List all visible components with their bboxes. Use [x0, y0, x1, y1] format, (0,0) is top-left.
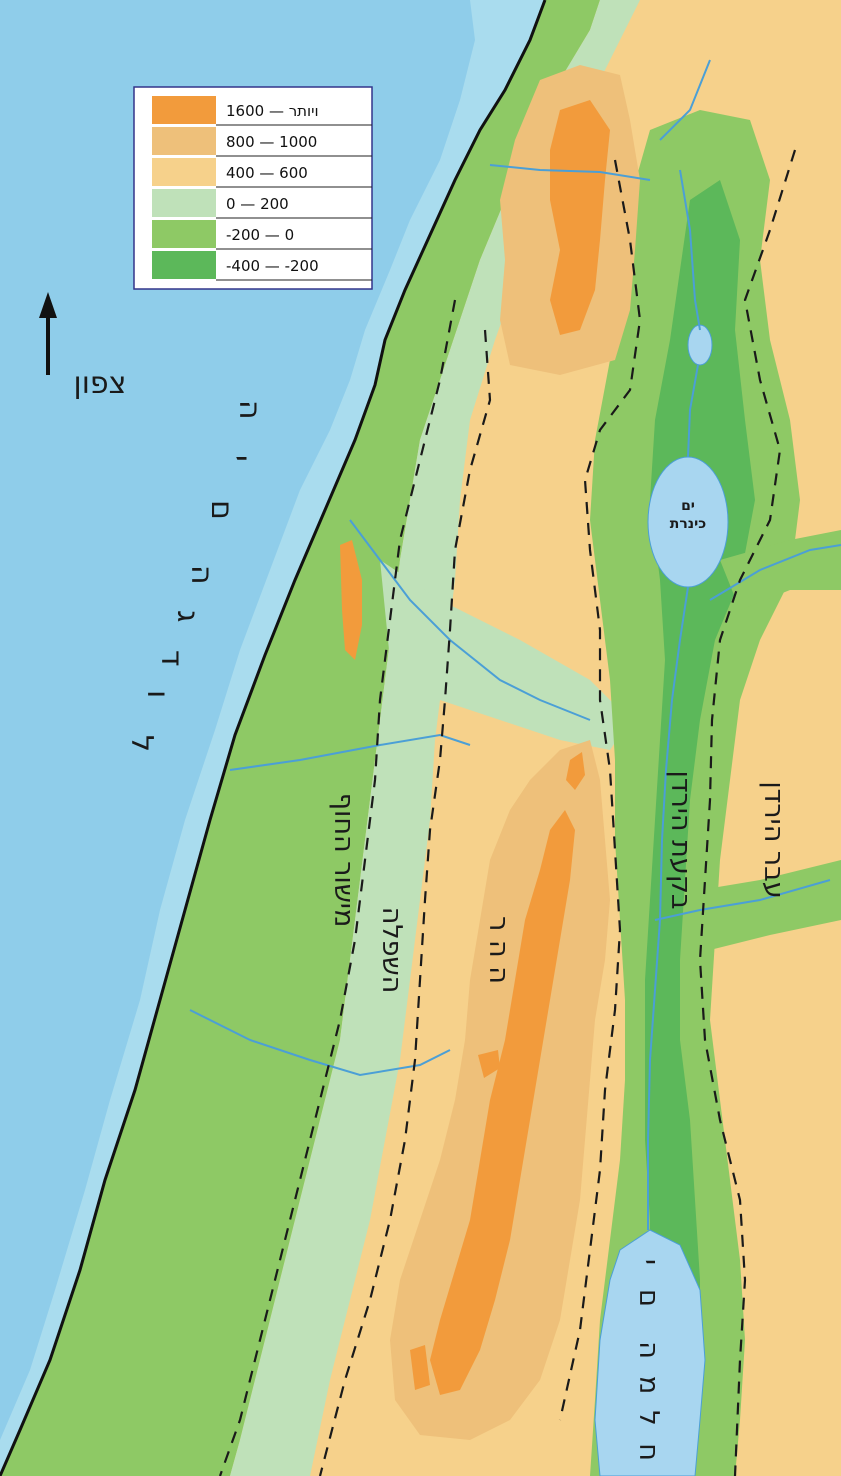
mountain-label: ה ה ר — [483, 916, 514, 984]
river-west-c — [189, 1009, 451, 1077]
north-label: צפון — [74, 366, 127, 401]
region-boundaries — [218, 149, 797, 1476]
legend-swatch-0 — [152, 96, 216, 124]
river-west-b — [229, 733, 471, 771]
sea-letter-0: ה — [232, 400, 267, 420]
legend-label-4: -200 — 0 — [226, 226, 294, 244]
legend-label-2: 400 — 600 — [226, 164, 308, 182]
river-north-a — [489, 164, 651, 181]
central-mountain-1600 — [430, 810, 575, 1395]
dead-sea — [594, 1229, 706, 1476]
jabbok-river — [654, 879, 831, 921]
great-sea-label: ה י ם ה ג ד ו ל — [124, 400, 267, 752]
kinneret-label-2: כינרת — [670, 516, 706, 532]
jordan-valley-label: בקעת הירדן — [665, 770, 696, 909]
sea-letter-7: ל — [124, 735, 159, 752]
north-arrow-head — [39, 292, 57, 318]
dead-sea-letter-0: י — [633, 1259, 664, 1265]
legend-swatch-3 — [152, 189, 216, 217]
boundary-jordan-east — [698, 149, 797, 1476]
yarmouk-river — [709, 544, 841, 601]
kinneret-label-1: ים — [681, 498, 695, 514]
jordan-river — [647, 169, 701, 1230]
sea-letter-4: ג — [170, 610, 205, 622]
dead-sea-letter-3: מ — [633, 1376, 664, 1394]
sea-letter-1: י — [222, 455, 257, 462]
sea-letter-5: ד — [154, 650, 189, 666]
transjordan-valley — [700, 860, 841, 950]
legend-swatch-4 — [152, 220, 216, 248]
shfela-label: השפלה — [376, 907, 407, 994]
hula-lake — [687, 324, 713, 366]
mountain-peak-west — [478, 1050, 500, 1078]
dead-sea-letter-5: ח — [633, 1443, 664, 1461]
sea-letter-6: ו — [140, 690, 175, 698]
dead-sea-letter-1: ם — [633, 1289, 664, 1307]
shallow-water — [0, 0, 545, 1476]
jezreel-valley — [380, 560, 630, 750]
mountain-peak-south — [410, 1345, 430, 1390]
legend-swatch-5 — [152, 251, 216, 279]
coastline — [0, 0, 547, 1476]
carmel-ridge — [340, 540, 362, 660]
legend-label-1: 800 — 1000 — [226, 133, 317, 151]
shfela-band — [230, 0, 640, 1476]
dead-sea-letter-4: ל — [633, 1410, 664, 1425]
mountain-peak-north — [566, 752, 585, 790]
boundary-coastal-shfela — [218, 299, 457, 1476]
dead-sea-label: י ם ה מ ל ח — [633, 1259, 664, 1461]
legend-swatch-1 — [152, 127, 216, 155]
legend-label-3: 0 — 200 — [226, 195, 289, 213]
transjordan-label: עבר הירדן — [758, 781, 789, 898]
coastal-plain-label: מישור החוף — [328, 793, 359, 928]
legend: 1600 — ויותר 800 — 1000 400 — 600 0 — 200 -2… — [133, 86, 373, 290]
rivers — [189, 59, 841, 1230]
legend-label-0: 1600 — ויותר — [226, 102, 319, 120]
boundary-galilee-east — [558, 159, 642, 1421]
sea-letter-3: ה — [184, 565, 219, 585]
mediterranean-sea — [0, 0, 545, 1476]
dead-sea-letter-2: ה — [633, 1341, 664, 1359]
galilee-1600 — [550, 100, 610, 335]
sea-letter-2: ם — [204, 500, 239, 520]
legend-swatch-2 — [152, 158, 216, 186]
coastal-plain-green — [0, 0, 600, 1476]
river-north-b — [659, 59, 711, 141]
legend-label-5: -400 — -200 — [226, 257, 319, 275]
river-west-a — [349, 519, 591, 721]
north-arrow — [39, 292, 57, 375]
